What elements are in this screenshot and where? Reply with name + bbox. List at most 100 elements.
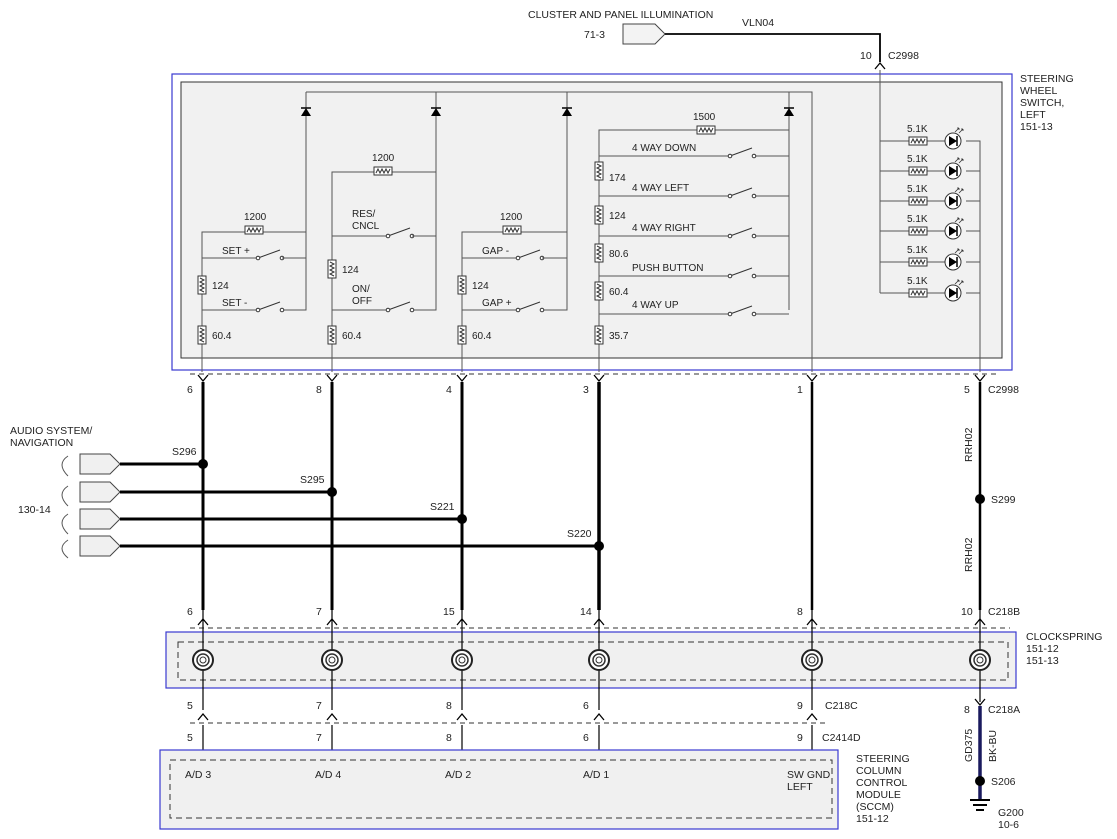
switch-module-name-3: SWITCH,: [1020, 97, 1064, 109]
c218c-arrow-1: [197, 713, 209, 721]
switch-4way-down-label: 4 WAY DOWN: [632, 143, 696, 154]
ground-ref: 10-6: [998, 819, 1019, 831]
splice-s295-label: S295: [300, 474, 325, 486]
led-resistor-3-label: 5.1K: [907, 184, 928, 195]
resistor-604-b-label: 60.4: [342, 331, 362, 342]
led-resistor-6-label: 5.1K: [907, 276, 928, 287]
clockspring-inner: [177, 641, 1009, 681]
ladder-4way: [598, 116, 790, 372]
splice-s206: [975, 776, 985, 786]
c218c-arrow-2: [326, 713, 338, 721]
led-resistor-1: [908, 136, 928, 146]
resistor-1200-b: [373, 166, 393, 176]
ground-icon: [970, 799, 990, 811]
c2998-pin-arrow-5: [806, 374, 818, 382]
led-resistor-5: [908, 257, 928, 267]
audio-system-ref: 130-14: [18, 504, 51, 516]
resistor-604-c-label: 60.4: [472, 331, 492, 342]
c218b-pin-2: 7: [316, 606, 322, 618]
audio-bracket: [61, 455, 69, 559]
c2414d-pin-3: 8: [446, 732, 452, 744]
resistor-604-a-label: 60.4: [212, 331, 232, 342]
led-resistor-2: [908, 166, 928, 176]
cluster-illumination-title: CLUSTER AND PANEL ILLUMINATION: [528, 9, 713, 21]
vln04-label: VLN04: [742, 17, 774, 29]
splice-s221: [457, 514, 467, 524]
sccm-inner: [169, 759, 833, 819]
c218c-pin-4: 6: [583, 700, 589, 712]
c2998-pin-1: 6: [187, 384, 193, 396]
resistor-357: [594, 325, 604, 345]
resistor-604-d-label: 60.4: [609, 287, 629, 298]
sccm-name-5: (SCCM): [856, 801, 894, 813]
c2414d-pin-1: 5: [187, 732, 193, 744]
c2998-pin-4: 3: [583, 384, 589, 396]
c2998-pin-arrow-6: [974, 374, 986, 382]
resistor-604-d: [594, 281, 604, 301]
ladder-set: [201, 116, 307, 372]
splice-s220: [594, 541, 604, 551]
c2998-top-pin-arrow: [874, 62, 886, 70]
switch-module-name-2: WHEEL: [1020, 85, 1058, 97]
rrh02-label-upper: RRH02: [963, 427, 975, 462]
clockspring-name: CLOCKSPRING: [1026, 631, 1102, 643]
led-resistor-4: [908, 226, 928, 236]
audio-system-label-1: AUDIO SYSTEM/: [10, 425, 92, 437]
sccm-swgnd-1: SW GND: [787, 769, 831, 781]
resistor-124-b: [327, 259, 337, 279]
c218c-arrow-5: [806, 713, 818, 721]
switch-module-name-5: 151-13: [1020, 121, 1053, 133]
c2414d-pin-2: 7: [316, 732, 322, 744]
c218b-pin-1: 6: [187, 606, 193, 618]
led-resistor-4-label: 5.1K: [907, 214, 928, 225]
rrh02-label-lower: RRH02: [963, 537, 975, 572]
resistor-806: [594, 243, 604, 263]
clockspring-coil-3: [451, 649, 473, 671]
sccm-name-1: STEERING: [856, 753, 910, 765]
switch-set-plus-label: SET +: [222, 246, 250, 257]
led-resistor-2-label: 5.1K: [907, 154, 928, 165]
switch-4way-right-label: 4 WAY RIGHT: [632, 223, 696, 234]
resistor-174-label: 174: [609, 173, 626, 184]
gd375-label: GD375: [963, 729, 975, 762]
c218a-label: C218A: [988, 704, 1020, 716]
c218b-pin-6: 10: [961, 606, 973, 618]
resistor-1200-c-label: 1200: [500, 212, 523, 223]
resistor-124-d: [594, 205, 604, 225]
c218a-pin: 8: [964, 704, 970, 716]
switch-module-name-4: LEFT: [1020, 109, 1046, 121]
resistor-604-a: [197, 325, 207, 345]
led-resistor-3: [908, 196, 928, 206]
audio-plug-4: [79, 535, 121, 557]
sccm-ad4: A/D 4: [315, 769, 341, 781]
internal-bus: [306, 91, 813, 372]
switch-4way-up-label: 4 WAY UP: [632, 300, 679, 311]
c218b-pin-4: 14: [580, 606, 592, 618]
resistor-1500: [696, 125, 716, 135]
resistor-124-c: [457, 275, 467, 295]
c2414d-pin-4: 6: [583, 732, 589, 744]
resistor-124-a-label: 124: [212, 281, 229, 292]
c2998-pin-arrow-1: [197, 374, 209, 382]
resistor-124-d-label: 124: [609, 211, 626, 222]
clockspring-ref-1: 151-12: [1026, 643, 1059, 655]
resistor-357-label: 35.7: [609, 331, 629, 342]
audio-plug-2: [79, 481, 121, 503]
main-wires: [201, 382, 982, 610]
sccm-name-6: 151-12: [856, 813, 889, 825]
ladder-res: [331, 116, 437, 372]
switch-module-name-1: STEERING: [1020, 73, 1074, 85]
led-resistor-6: [908, 288, 928, 298]
resistor-1500-label: 1500: [693, 112, 716, 123]
clockspring-coil-6: [969, 649, 991, 671]
resistor-1200-a-label: 1200: [244, 212, 267, 223]
c218c-arrow-4: [593, 713, 605, 721]
sccm-ad1: A/D 1: [583, 769, 609, 781]
resistor-124-a: [197, 275, 207, 295]
resistor-174: [594, 161, 604, 181]
resistor-604-c: [457, 325, 467, 345]
diode-stubs: [305, 92, 790, 108]
sccm-name-3: CONTROL: [856, 777, 907, 789]
switch-set-minus-label: SET -: [222, 298, 247, 309]
